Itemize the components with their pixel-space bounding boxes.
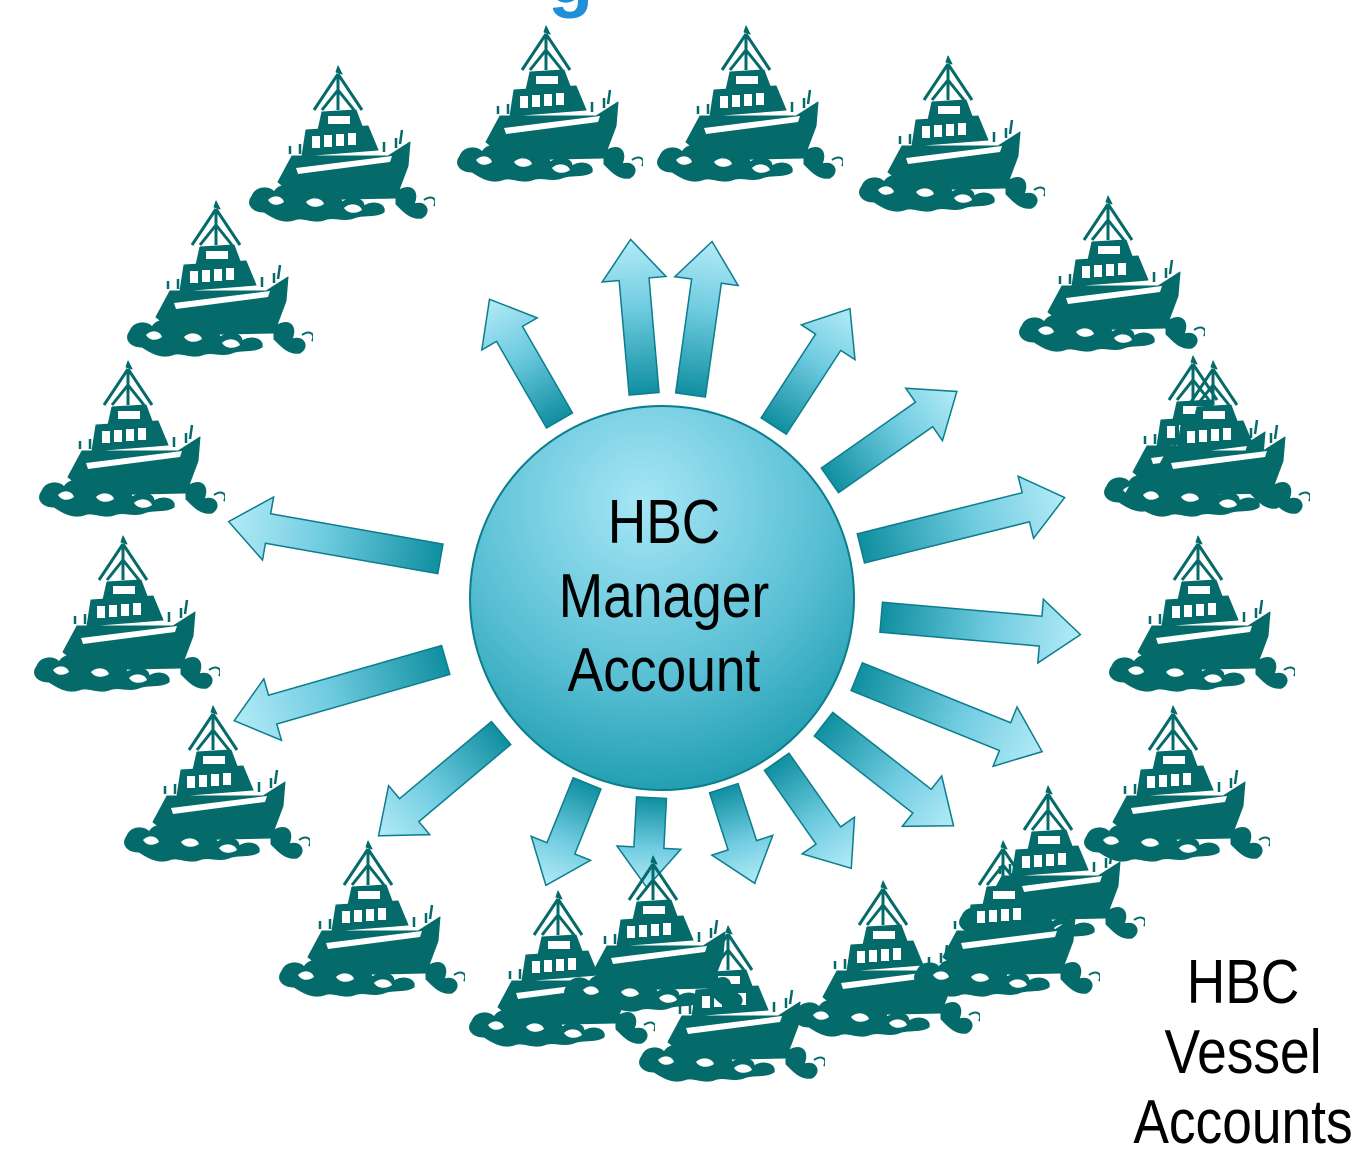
arrow-icon	[813, 711, 955, 828]
arrow-icon	[233, 644, 451, 742]
boat-icon	[1123, 360, 1310, 518]
arrow-icon	[377, 720, 512, 837]
vessel-accounts-label: HBC Vessel Accounts	[1108, 948, 1360, 1158]
boat-icon	[563, 855, 750, 1013]
arrow-icon	[615, 796, 683, 889]
vessel-label-line-3: Accounts	[1133, 1088, 1353, 1157]
arrow-icon	[708, 782, 775, 885]
boat-icon	[1083, 705, 1270, 863]
arrow-icon	[530, 776, 602, 887]
boat-icon	[1108, 535, 1295, 693]
manager-label-line-3: Account	[567, 636, 761, 705]
boat-icon	[123, 705, 310, 863]
manager-hub-circle	[469, 405, 855, 791]
boat-icon	[656, 25, 843, 183]
manager-label-line-1: HBC	[607, 488, 721, 557]
vessel-label-line-2: Vessel	[1164, 1018, 1322, 1087]
arrow-icon	[850, 661, 1044, 768]
arrow-icon	[763, 752, 856, 870]
title-fragment: g	[548, 0, 628, 18]
manager-account-label: HBC Manager Account	[472, 486, 856, 708]
arrow-icon	[600, 238, 668, 396]
boat-icon	[33, 535, 220, 693]
arrow-icon	[820, 387, 958, 494]
title-fragment-text: g	[548, 0, 593, 19]
arrow-icon	[673, 240, 740, 398]
boat-icon	[278, 840, 465, 998]
arrow-icon	[227, 495, 444, 575]
boat-icon	[248, 65, 435, 223]
boat-icon	[38, 360, 225, 518]
boat-icon	[126, 200, 313, 358]
manager-label-line-2: Manager	[558, 562, 770, 631]
boat-icon	[858, 55, 1045, 213]
arrows-group	[227, 238, 1082, 889]
vessel-label-line-1: HBC	[1186, 948, 1300, 1017]
arrow-icon	[856, 474, 1066, 564]
boat-icon	[456, 25, 643, 183]
arrow-icon	[760, 307, 856, 436]
arrow-icon	[879, 597, 1082, 665]
boat-icon	[1018, 195, 1205, 353]
arrow-icon	[480, 298, 574, 430]
